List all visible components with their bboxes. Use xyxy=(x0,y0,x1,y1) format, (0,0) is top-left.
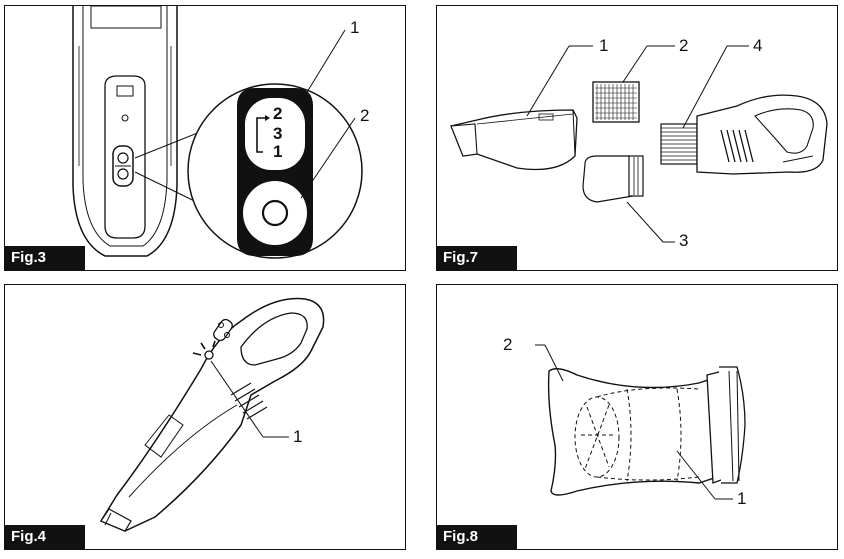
power-switch xyxy=(213,318,233,342)
callout-1: 1 xyxy=(293,427,303,446)
dust-bag-outer xyxy=(547,368,724,496)
callout-1: 1 xyxy=(737,489,747,508)
switch-mark-2: 2 xyxy=(273,104,283,123)
callout-1: 1 xyxy=(350,18,360,37)
fig3-illustration xyxy=(72,6,363,259)
figure-label: Fig.7 xyxy=(437,246,517,270)
figure-label: Fig.8 xyxy=(437,525,517,549)
vent-grille xyxy=(230,382,268,420)
callout-2: 2 xyxy=(360,106,370,125)
callout-1: 1 xyxy=(599,36,609,55)
callout-2: 2 xyxy=(679,36,689,55)
motor-body xyxy=(660,94,828,175)
figure-label: Fig.4 xyxy=(5,525,85,549)
dust-bag xyxy=(582,155,644,203)
figure-panel-fig3: 2 3 1 1 2 Fig.3 xyxy=(4,5,406,271)
indicator-lamp xyxy=(204,350,214,360)
callout-2: 2 xyxy=(503,335,513,354)
inner-filter xyxy=(574,387,700,482)
figure-panel-fig7: 1 2 4 3 Fig.7 xyxy=(436,5,838,271)
callout-4: 4 xyxy=(753,36,763,55)
filter-cage xyxy=(592,81,640,123)
callout-3: 3 xyxy=(679,231,689,250)
figure-label: Fig.3 xyxy=(5,246,85,270)
figure-panel-fig4: 1 Fig.4 xyxy=(4,284,406,550)
fig7-illustration xyxy=(450,45,828,243)
fig4-illustration xyxy=(99,297,325,532)
switch-mark-3: 3 xyxy=(273,124,283,143)
front-case xyxy=(450,109,578,171)
bag-collar xyxy=(706,366,746,484)
fig8-illustration xyxy=(535,344,746,500)
switch-mark-1: 1 xyxy=(273,142,283,161)
figure-panel-fig8: 2 1 Fig.8 xyxy=(436,284,838,550)
